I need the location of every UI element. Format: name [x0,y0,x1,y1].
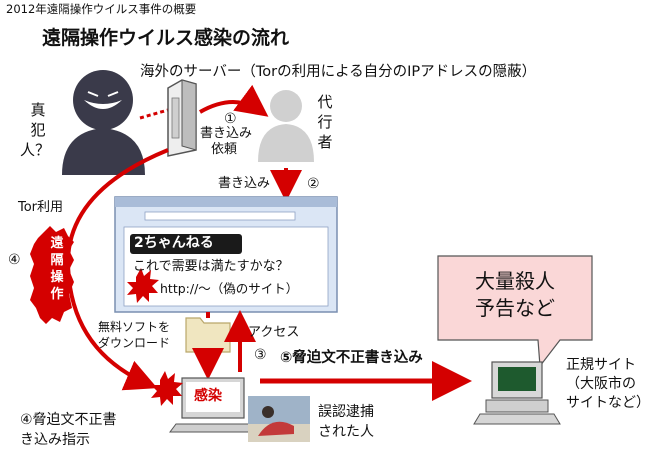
step4-left-number: ④ [8,252,21,268]
proxy-figure-icon [258,90,314,162]
folder-icon [185,317,231,353]
threat-bubble-shape [437,255,593,368]
legit-site-label: 正規サイト （大阪市の サイトなど） [566,356,650,413]
virus-splash-icon [127,268,159,303]
wrong-arrest-line2: された人 [318,424,374,440]
remote-control-char: 遠 [50,236,64,251]
remote-control-char: 作 [50,287,64,302]
proxy-label-line: 代 [317,93,333,111]
board-name: 2ちゃんねる [134,235,214,251]
step4-bottom-line1: ④脅迫文不正書 [20,412,117,428]
step4-bottom-line2: き込み指示 [20,432,90,448]
wrong-arrest-line1: 誤認逮捕 [318,404,374,420]
page-title: 2012年遠隔操作ウイルス事件の概要 [6,2,197,16]
tor-use-label: Tor利用 [18,200,64,215]
step3-number: ③ [254,347,267,363]
step1-number: ① [224,111,237,127]
step1-line1: 書き込み [200,126,253,141]
overseas-server-label: 海外のサーバー（Torの利用による自分のIPアドレスの隠蔽） [140,64,537,80]
board-url: http://～（偽のサイト） [160,281,299,296]
remote-control-label: 遠 隔 操 作 [38,235,76,303]
server-icon [167,79,197,157]
threat-bubble-line: 予告など [475,296,555,320]
threat-bubble-line: 大量殺人 [475,269,555,293]
step2-label: 書き込み [218,176,271,191]
culprit-label-line: 人？ [20,141,51,159]
remote-control-badge [30,226,74,324]
arrested-person-photo [248,396,310,442]
culprit-label-line: 犯 [30,121,46,139]
threat-bubble-text: 大量殺人 予告など [438,268,592,322]
proxy-label-line: 行 [317,113,333,131]
culprit-server-link [139,108,169,120]
infected-label: 感染 [194,388,222,404]
access-label: アクセス [248,325,300,340]
legit-pc-icon [473,361,561,425]
culprit-figure-icon [62,70,145,175]
step5-label: ⑤脅迫文不正書き込み [280,350,423,366]
legit-site-line: サイトなど） [566,395,650,411]
free-software-line2: ダウンロード [98,336,171,350]
infected-pc-icon [151,371,257,433]
free-software-line1: 無料ソフトを [98,320,171,334]
proxy-label-line: 者 [317,133,333,151]
proxy-label: 代 行 者 [315,92,335,152]
remote-control-char: 操 [50,270,64,285]
arrow-step1 [199,84,269,117]
diagram-title: 遠隔操作ウイルス感染の流れ [42,27,290,49]
culprit-label-line: 真 [30,101,46,119]
step2-number: ② [307,176,320,192]
culprit-label: 真 犯 人？ [20,100,50,160]
legit-site-line: （大阪市の [566,376,636,392]
step1-line2: 依頼 [211,142,238,157]
legit-site-line: 正規サイト [566,357,636,373]
board-post: これで需要は満たすかな？ [133,259,289,274]
remote-control-char: 隔 [50,253,64,268]
